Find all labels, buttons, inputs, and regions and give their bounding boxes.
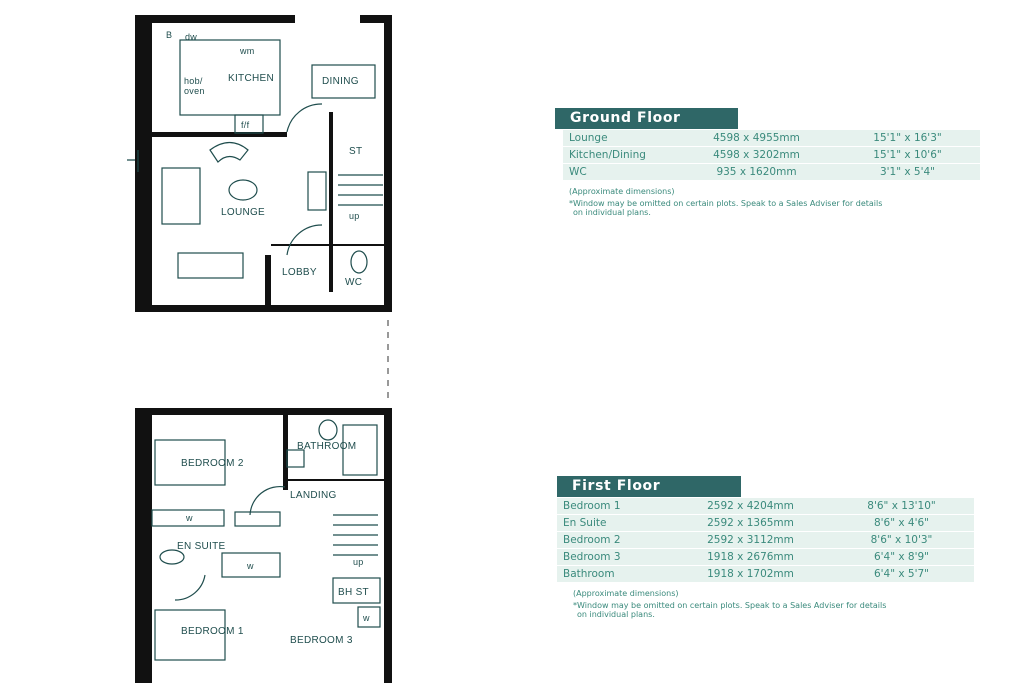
room-name: Kitchen/Dining xyxy=(563,147,678,163)
label-up-first: up xyxy=(353,557,364,567)
label-oven: oven xyxy=(184,86,205,96)
window-note: *Window may be omitted on certain plots.… xyxy=(569,199,980,217)
label-lounge: LOUNGE xyxy=(221,207,265,218)
imperial-size: 3'1" x 5'4" xyxy=(835,164,980,180)
metric-size: 4598 x 4955mm xyxy=(678,130,835,146)
label-up: up xyxy=(349,211,360,221)
metric-size: 1918 x 1702mm xyxy=(672,566,829,582)
label-st: ST xyxy=(349,146,362,157)
imperial-size: 8'6" x 10'3" xyxy=(829,532,974,548)
imperial-size: 15'1" x 10'6" xyxy=(835,147,980,163)
window-note: *Window may be omitted on certain plots.… xyxy=(573,601,974,619)
room-name: Bedroom 2 xyxy=(557,532,672,548)
label-wm: wm xyxy=(239,46,255,56)
label-bedroom-3: BEDROOM 3 xyxy=(290,635,353,646)
imperial-size: 6'4" x 5'7" xyxy=(829,566,974,582)
label-b: B xyxy=(166,30,172,40)
imperial-size: 15'1" x 16'3" xyxy=(835,130,980,146)
room-name: Bathroom xyxy=(557,566,672,582)
room-name: En Suite xyxy=(557,515,672,531)
window-note-line2: on individual plans. xyxy=(577,610,655,619)
metric-size: 935 x 1620mm xyxy=(678,164,835,180)
approx-note: (Approximate dimensions) xyxy=(573,589,679,598)
label-bedroom-1: BEDROOM 1 xyxy=(181,626,244,637)
room-name: WC xyxy=(563,164,678,180)
label-w3: w xyxy=(362,613,370,623)
metric-size: 4598 x 3202mm xyxy=(678,147,835,163)
imperial-size: 8'6" x 4'6" xyxy=(829,515,974,531)
approx-note: (Approximate dimensions) xyxy=(569,187,675,196)
window-note-line2: on individual plans. xyxy=(573,208,651,217)
first-floor-title: First Floor xyxy=(557,476,741,497)
label-ff: f/f xyxy=(241,120,250,130)
metric-size: 1918 x 2676mm xyxy=(672,549,829,565)
label-kitchen: KITCHEN xyxy=(228,73,274,84)
label-lobby: LOBBY xyxy=(282,267,317,278)
imperial-size: 8'6" x 13'10" xyxy=(829,498,974,514)
ground-floor-plan: B dw wm hob/ oven KITCHEN DINING f/f ST … xyxy=(127,15,392,400)
window-note-line1: *Window may be omitted on certain plots.… xyxy=(569,199,883,208)
metric-size: 2592 x 4204mm xyxy=(672,498,829,514)
room-name: Bedroom 1 xyxy=(557,498,672,514)
label-bedroom-2: BEDROOM 2 xyxy=(181,458,244,469)
label-hob: hob/ xyxy=(184,76,203,86)
label-wc: WC xyxy=(345,277,362,288)
room-name: Bedroom 3 xyxy=(557,549,672,565)
imperial-size: 6'4" x 8'9" xyxy=(829,549,974,565)
label-dw: dw xyxy=(185,32,197,42)
label-w2: w xyxy=(246,561,254,571)
label-dining: DINING xyxy=(322,76,359,87)
ground-floor-title: Ground Floor xyxy=(555,108,738,129)
room-name: Lounge xyxy=(563,130,678,146)
label-bh-st: BH ST xyxy=(338,587,369,598)
metric-size: 2592 x 3112mm xyxy=(672,532,829,548)
first-floor-plan: BEDROOM 2 BATHROOM LANDING w EN SUITE w … xyxy=(135,408,392,683)
label-en-suite: EN SUITE xyxy=(177,541,226,552)
metric-size: 2592 x 1365mm xyxy=(672,515,829,531)
label-w1: w xyxy=(185,513,193,523)
label-landing: LANDING xyxy=(290,490,337,501)
window-note-line1: *Window may be omitted on certain plots.… xyxy=(573,601,887,610)
label-bathroom: BATHROOM xyxy=(297,441,356,452)
